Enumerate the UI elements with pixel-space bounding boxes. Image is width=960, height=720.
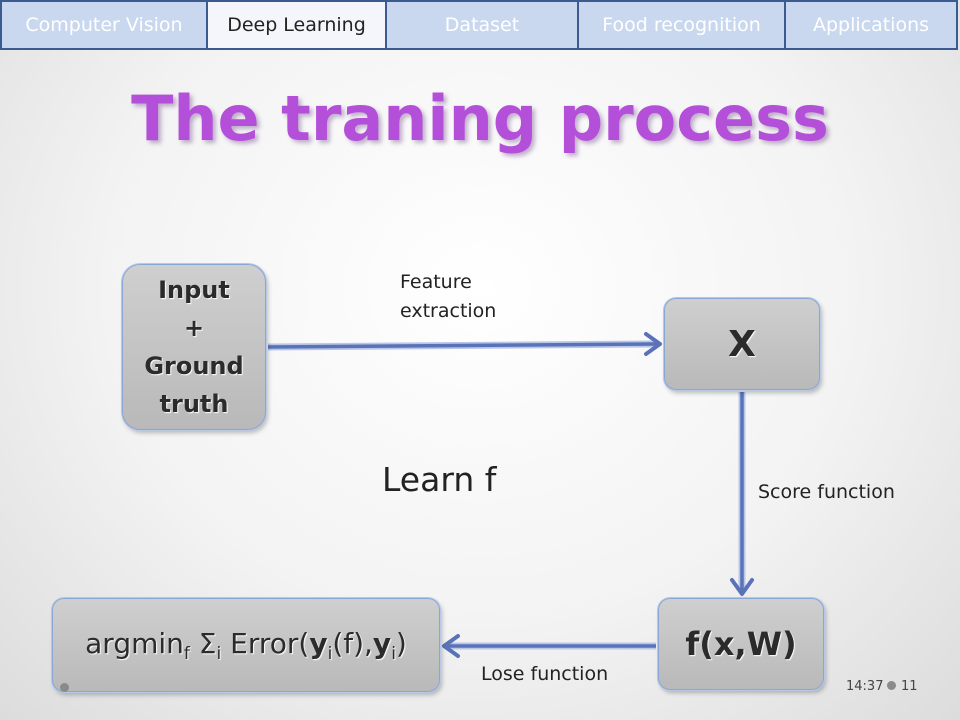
argmin-sigma: Σ [189, 626, 217, 660]
argmin-sub-i2: i [327, 643, 333, 664]
argmin-close: ) [395, 626, 407, 660]
slide-title: The traning process [131, 82, 829, 155]
argmin-formula: argminf Σi Error(yi(f),yi) [85, 627, 407, 664]
footer-separator-dot [887, 681, 896, 690]
learn-f-text: Learn f [382, 460, 497, 499]
input-ground-truth-box: Input + Ground truth [122, 264, 266, 430]
tab-dataset[interactable]: Dataset [385, 0, 579, 50]
argmin-sub-i3: i [391, 643, 396, 664]
argmin-sub-i1: i [216, 643, 222, 664]
arrow-f-to-argmin [442, 634, 656, 658]
argmin-box: argminf Σi Error(yi(f),yi) [52, 598, 440, 692]
argmin-sub-f: f [183, 643, 190, 664]
x-box: X [664, 298, 820, 390]
footer-page-number: 11 [901, 679, 918, 694]
arrow-x-to-f [730, 392, 754, 596]
input-box-line-4: truth [159, 390, 229, 418]
input-box-line-3: Ground [144, 352, 244, 380]
arrow-input-to-x [267, 332, 662, 356]
feature-extraction-line-2: extraction [400, 300, 497, 322]
tab-deep-learning[interactable]: Deep Learning [206, 0, 387, 50]
tab-food-recognition[interactable]: Food recognition [577, 0, 786, 50]
input-box-line-2: + [183, 314, 205, 342]
fxw-box: f(x,W) [658, 598, 824, 690]
feature-extraction-line-1: Feature [400, 271, 472, 293]
input-box-line-1: Input [158, 276, 230, 304]
x-box-label: X [728, 323, 756, 365]
score-function-label: Score function [758, 481, 895, 503]
tab-applications[interactable]: Applications [784, 0, 958, 50]
footer-left-dot [60, 683, 69, 692]
argmin-error-open: Error( [221, 626, 310, 660]
argmin-y2: y [372, 626, 392, 660]
argmin-y1: y [309, 626, 328, 660]
fxw-box-label: f(x,W) [685, 625, 797, 663]
feature-extraction-label: Feature extraction [400, 268, 496, 326]
footer-time: 14:37 [846, 679, 884, 694]
section-nav: Computer Vision Deep Learning Dataset Fo… [0, 0, 960, 52]
argmin-mid: (f), [332, 626, 373, 660]
tab-computer-vision[interactable]: Computer Vision [0, 0, 208, 50]
argmin-prefix: argmin [85, 626, 184, 660]
lose-function-label: Lose function [481, 663, 609, 685]
